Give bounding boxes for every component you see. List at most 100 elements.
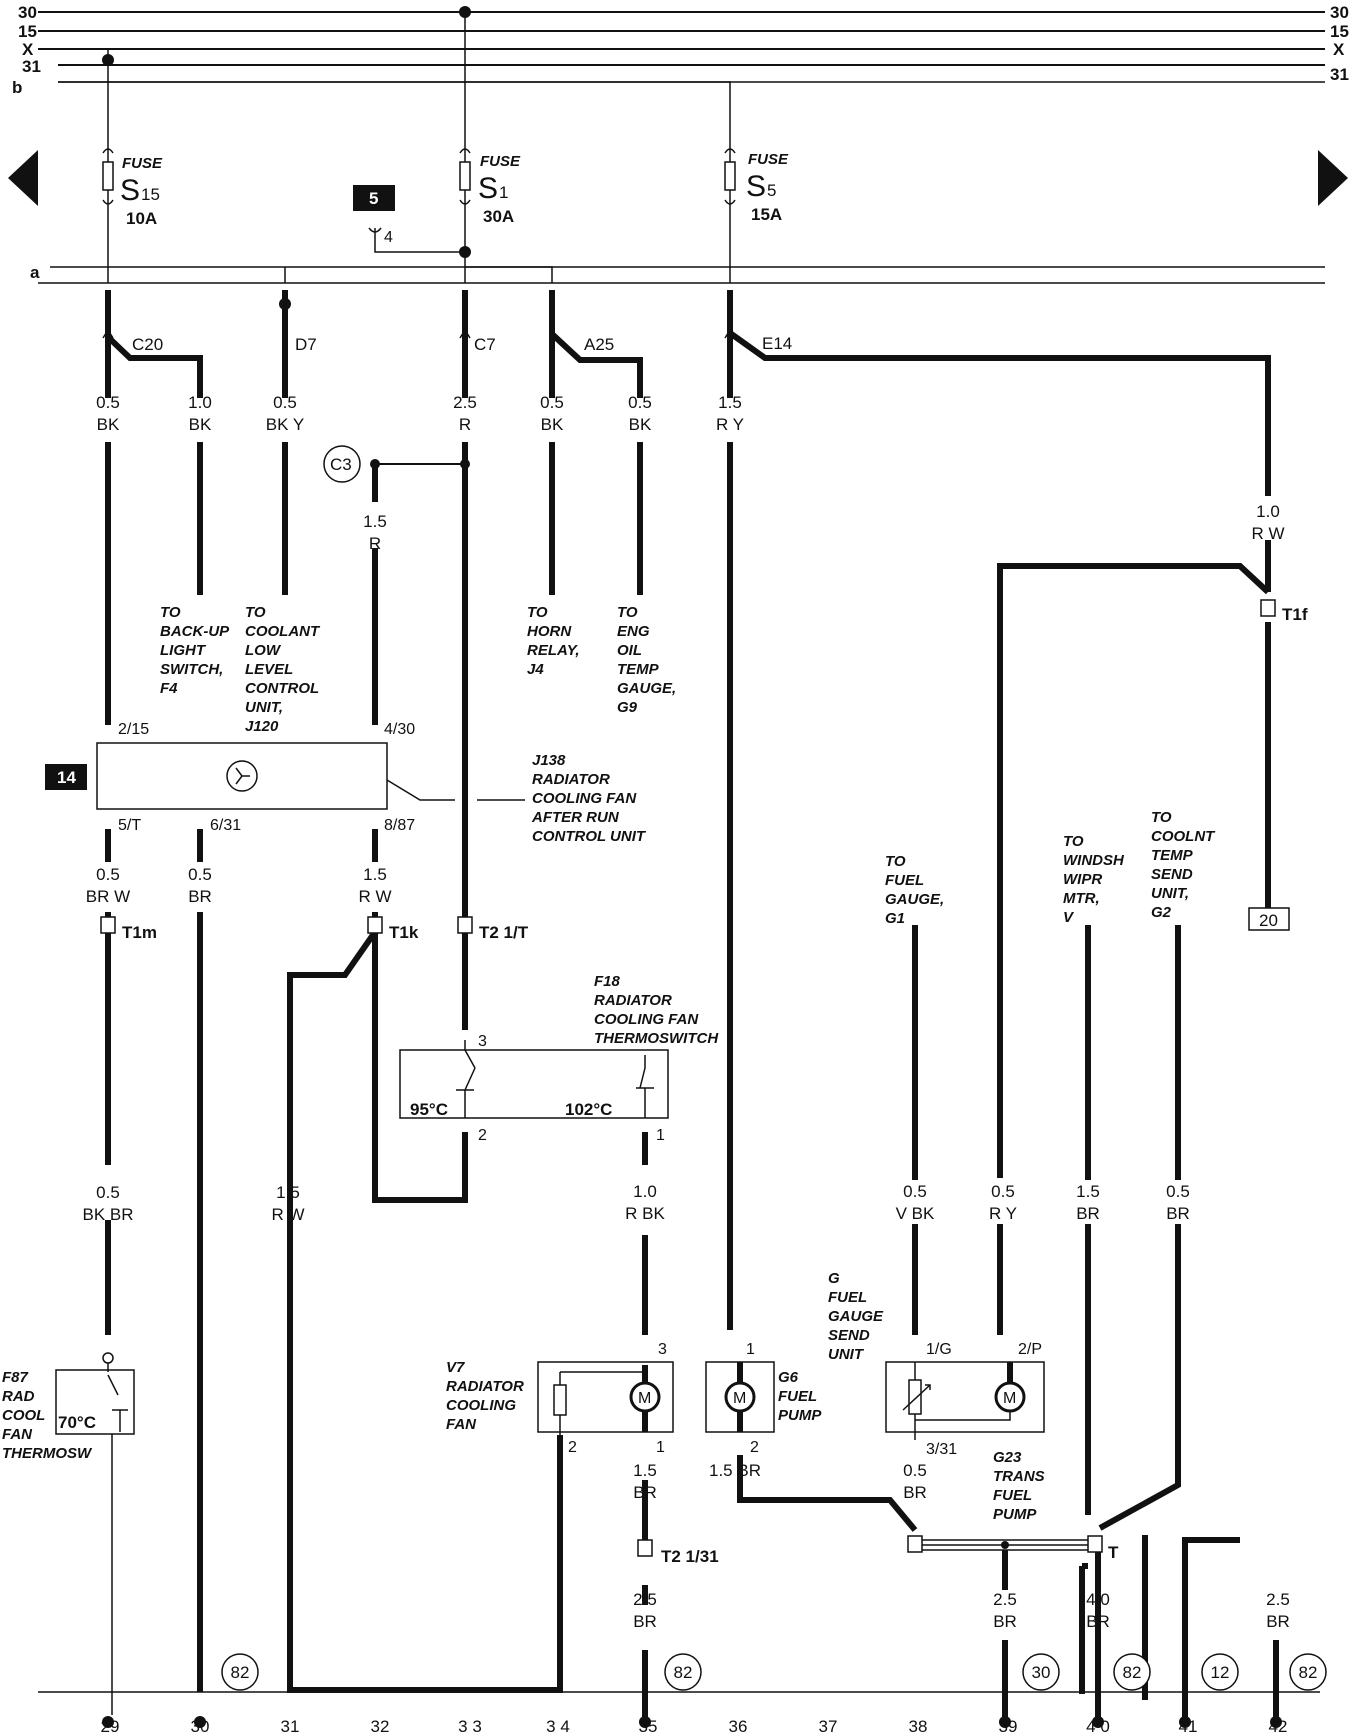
dest-line: OIL (617, 642, 642, 659)
pin-label: 3 (478, 1033, 487, 1050)
wire-label: BR (1266, 1612, 1290, 1631)
fuse-s15-sub: 15 (141, 185, 160, 204)
dest-fuelgauge: TO FUEL GAUGE, G1 (885, 853, 944, 927)
wire-label: BR (1076, 1204, 1100, 1223)
comp-line: COOL (2, 1407, 45, 1424)
wire-label: BK (189, 415, 212, 434)
pin-label: 2 (750, 1439, 759, 1456)
fuse-s1-sub: 1 (499, 183, 508, 202)
conn-t1m: T1m (122, 923, 157, 942)
left-arrow-icon[interactable] (8, 150, 38, 206)
wire-label: BR (993, 1612, 1017, 1631)
pin-4-label: 4 (384, 229, 393, 246)
dest-line: COOLNT (1151, 828, 1216, 845)
component-labels: J138 RADIATOR COOLING FAN AFTER RUN CONT… (2, 752, 1045, 1523)
comp-line: G (828, 1270, 840, 1287)
ground-ref: 82 (1123, 1663, 1142, 1682)
comp-line: FAN (2, 1426, 33, 1443)
dest-line: WINDSH (1063, 852, 1125, 869)
pin-label: 2/15 (118, 721, 149, 738)
dest-line: TEMP (1151, 847, 1194, 864)
column-number: 39 (999, 1717, 1018, 1736)
wire-label: 1.5 (1076, 1182, 1100, 1201)
wire-label: 0.5 (991, 1182, 1015, 1201)
bus-x-right: X (1333, 40, 1345, 59)
wire-label: 1.5 (363, 865, 387, 884)
wire-label: BK BR (82, 1205, 133, 1224)
dest-line: UNIT, (245, 699, 283, 716)
j138-control-unit (96, 742, 525, 810)
temp-102: 102°C (565, 1100, 612, 1119)
column-number: 41 (1179, 1717, 1198, 1736)
dest-line: BACK-UP (160, 623, 230, 640)
pin-label: 1 (656, 1439, 665, 1456)
dest-line: TO (527, 604, 548, 621)
label-g23: G23 TRANS FUEL PUMP (993, 1449, 1045, 1523)
bus-lines (38, 11, 1325, 1693)
wire-label: 1.5 BR (709, 1461, 761, 1480)
wire-label: BK (541, 415, 564, 434)
pin-labels: 2/15 4/30 5/T 6/31 8/87 3 2 1 3 2 1 1 2 … (118, 721, 1042, 1458)
wire-label: 1.0 (1256, 502, 1280, 521)
wire-label: BR W (86, 887, 130, 906)
wire-label: R (369, 534, 381, 553)
bus-b-left: b (12, 78, 22, 97)
wire-labels: 0.5 BK 1.0 BK 0.5 BK Y 2.5 R 0.5 BK 0.5 … (82, 393, 1289, 1631)
comp-line: FUEL (993, 1487, 1032, 1504)
g-fuel-gauge-sender (885, 1361, 1045, 1440)
f18-thermoswitch (399, 1040, 669, 1119)
right-arrow-icon[interactable] (1318, 150, 1348, 206)
wire-label: BR (633, 1612, 657, 1631)
ref-20-label: 20 (1259, 911, 1278, 930)
wire-label: 0.5 (1166, 1182, 1190, 1201)
comp-line: CONTROL UNIT (532, 828, 647, 845)
dest-line: GAUGE, (617, 680, 676, 697)
comp-line: COOLING FAN (594, 1011, 699, 1028)
column-number: 32 (371, 1717, 390, 1736)
wire-label: R Y (989, 1204, 1017, 1223)
dest-line: TEMP (617, 661, 660, 678)
wire-label: 1.0 (188, 393, 212, 412)
dest-line: G1 (885, 910, 905, 927)
wire-label: BR (188, 887, 212, 906)
ground-ref: 12 (1211, 1663, 1230, 1682)
dest-line: TO (1063, 833, 1084, 850)
wire-label: 4.0 (1086, 1590, 1110, 1609)
conn-t2131: T2 1/31 (661, 1547, 719, 1566)
wire-label: R Y (716, 415, 744, 434)
dest-line: RELAY, (527, 642, 580, 659)
column-number: 36 (729, 1717, 748, 1736)
wire-label: 0.5 (628, 393, 652, 412)
wire-label: 1.5 (633, 1461, 657, 1480)
comp-line: RADIATOR (446, 1378, 524, 1395)
pin-label: 6/31 (210, 817, 241, 834)
comp-line: THERMOSWITCH (594, 1030, 719, 1047)
pin-label: 2 (568, 1439, 577, 1456)
comp-line: F18 (594, 973, 621, 990)
pin-label: 2/P (1018, 1341, 1042, 1358)
conn-c7: C7 (474, 335, 496, 354)
column-number: 38 (909, 1717, 928, 1736)
wire-label: 2.5 (1266, 1590, 1290, 1609)
line-a-branch (465, 266, 553, 283)
dest-backup: TO BACK-UP LIGHT SWITCH, F4 (160, 604, 230, 697)
fuse-s1-letter: S (478, 172, 498, 205)
pin-label: 1 (656, 1127, 665, 1144)
wire-label: 0.5 (188, 865, 212, 884)
pin-label: 3/31 (926, 1441, 957, 1458)
wire-label: 2.5 (633, 1590, 657, 1609)
dest-line: COOLANT (245, 623, 321, 640)
ground-refs: 82 82 30 82 12 82 (231, 1663, 1318, 1682)
fuse-s15-word: FUSE (122, 155, 163, 172)
pin-label: 1/G (926, 1341, 952, 1358)
dest-line: FUEL (885, 872, 924, 889)
c3-label: C3 (330, 455, 352, 474)
motor-g23-icon: M (1003, 1390, 1016, 1407)
wire-label: 0.5 (540, 393, 564, 412)
bus-x-left: X (22, 40, 34, 59)
fuse-s1-circuit (368, 12, 471, 283)
ground-ref: 30 (1032, 1663, 1051, 1682)
dest-line: J120 (245, 718, 279, 735)
comp-line: FUEL (828, 1289, 867, 1306)
comp-line: RAD (2, 1388, 35, 1405)
